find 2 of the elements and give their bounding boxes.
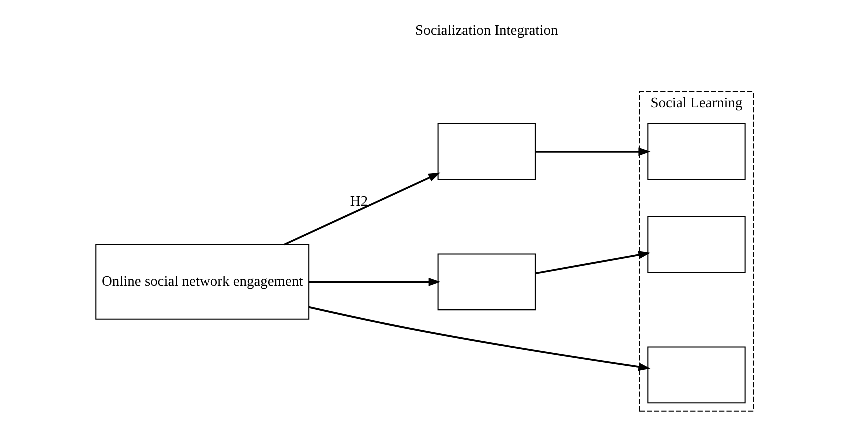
label: Socialization Integration [415,22,558,39]
edge-label: H2 [350,194,368,210]
